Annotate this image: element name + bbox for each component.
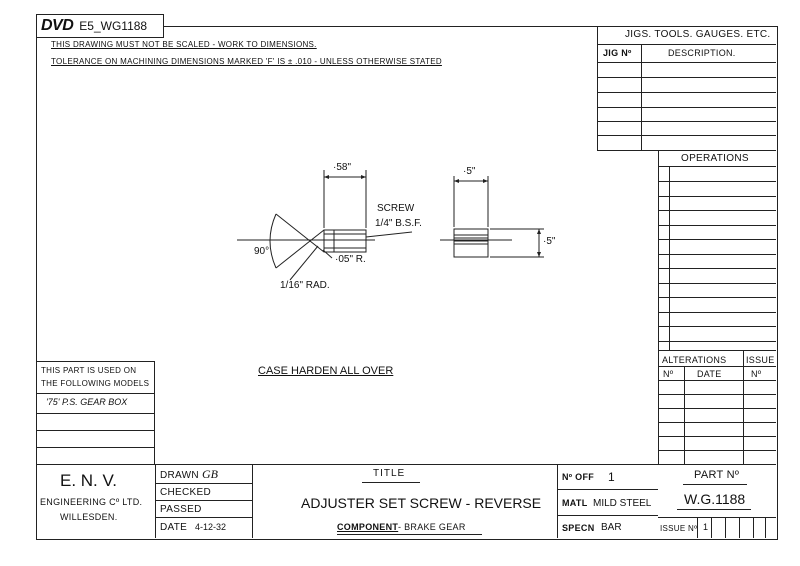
screw-label: SCREW [377, 203, 415, 214]
specification-value: BAR [601, 522, 622, 533]
file-id: E5_WG1188 [79, 19, 148, 33]
issue-no-label: Issue Nº [660, 524, 698, 533]
jigs-title: Jigs. Tools. Gauges. Etc. [625, 29, 771, 40]
part-no-value: W.G.1188 [684, 491, 746, 507]
note-no-scale: This drawing must not be scaled - work t… [51, 40, 317, 49]
angle-label: 90° [254, 246, 270, 257]
small-radius-label: 1/16" RAD. [280, 280, 330, 291]
no-off-value: 1 [608, 470, 615, 484]
note-tolerance: Tolerance on machining dimensions marked… [51, 57, 442, 66]
alterations-issue: Issue [746, 355, 775, 365]
radius-label: ·05" R. [335, 254, 366, 265]
description-header: Description. [668, 48, 736, 58]
title-label: TITLE [373, 468, 406, 479]
model-entry: '75' P.S. Gear Box [46, 397, 128, 407]
models-line2: the following models [41, 379, 150, 388]
screw-spec-label: 1/4" B.S.F. [375, 218, 422, 229]
dim-058-label: ·58" [333, 162, 352, 173]
company-name-line3: Willesden. [60, 512, 118, 522]
no-off-label: Nº OFF [562, 472, 595, 482]
jig-no-header: Jig Nº [603, 48, 632, 58]
material-label: Matl [562, 498, 588, 508]
checked-label: Checked [160, 487, 211, 498]
jigs-table [597, 26, 777, 150]
component-value: - BRAKE GEAR [398, 522, 466, 532]
dim-05-label: ·5" [463, 166, 476, 177]
screw-body [323, 229, 367, 253]
alteration-date-header: Date [697, 369, 722, 379]
passed-label: Passed [160, 504, 202, 515]
end-view-body [453, 228, 489, 258]
specification-label: Specn [562, 523, 595, 533]
company-name-line2: Engineering Cº Ltd. [40, 497, 143, 507]
models-line1: This part is used on [41, 366, 137, 375]
dim-05-vertical-label: ·5" [543, 236, 556, 247]
drawn-initials: GB [202, 467, 218, 481]
part-title: ADJUSTER SET SCREW - REVERSE [301, 495, 542, 511]
issue-no-value: 1 [703, 522, 709, 532]
operations-title: Operations [681, 153, 749, 164]
alteration-no-header: Nº [663, 369, 674, 379]
alteration-issue-no-header: Nº [751, 369, 762, 379]
alterations-title: Alterations [662, 355, 727, 365]
case-harden-note: CASE HARDEN ALL OVER [258, 365, 394, 377]
company-name: E. N. V. [60, 471, 118, 490]
drawn-label: Drawn [160, 470, 199, 481]
date-label: Date [160, 522, 188, 533]
models-table [36, 361, 155, 465]
component-label: COMPONENT [337, 522, 399, 532]
drawing-border [36, 26, 778, 540]
date-value: 4-12-32 [195, 522, 227, 532]
material-value: MILD STEEL [593, 498, 652, 509]
dvd-logo: DVD [41, 17, 74, 34]
part-no-label: Part Nº [694, 469, 740, 481]
file-label-box: DVD E5_WG1188 [36, 14, 164, 38]
